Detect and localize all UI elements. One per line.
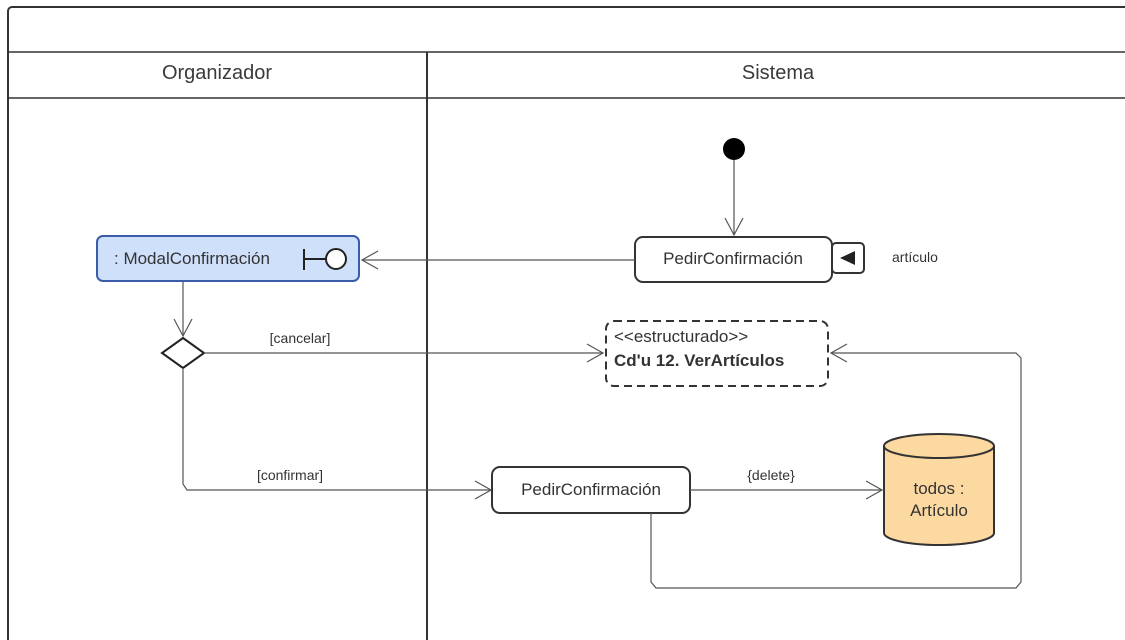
lane-title-sistema: Sistema [742, 62, 815, 84]
structured-stereotype: <<estructurado>> [614, 327, 748, 346]
structured-label: Cd'u 12. VerArtículos [614, 351, 784, 370]
datastore-line1: todos : [913, 479, 964, 498]
action-label: PedirConfirmación [521, 480, 661, 499]
datastore-todos-articulo[interactable]: todos : Artículo [883, 433, 995, 546]
action-label: PedirConfirmación [663, 249, 803, 268]
action-pedir-confirmacion-top[interactable]: PedirConfirmación [634, 236, 833, 283]
pin-label: artículo [892, 249, 938, 265]
decision-node-icon [160, 336, 206, 370]
flow-initial-to-pedir [724, 160, 744, 237]
modal-label: : ModalConfirmación [114, 249, 270, 268]
flow-pedir-to-datastore [690, 480, 884, 500]
structured-activity-ver-articulos[interactable]: <<estructurado>> Cd'u 12. VerArtículos [605, 320, 829, 387]
initial-node-icon [723, 138, 745, 160]
action-pedir-confirmacion-bottom[interactable]: PedirConfirmación [491, 466, 691, 514]
flow-pedir-to-modal [360, 250, 635, 270]
flow-decision-to-structured [204, 343, 605, 363]
diagram-frame [7, 6, 1125, 640]
flow-decision-to-pedir-bottom [182, 368, 493, 500]
datastore-line2: Artículo [910, 501, 968, 520]
flow-modal-to-decision [173, 282, 193, 338]
input-pin-icon [831, 242, 865, 274]
flow-pedir-loop-to-structured [650, 343, 1022, 589]
guard-cancelar: [cancelar] [270, 330, 331, 346]
lane-title-organizador: Organizador [162, 62, 272, 84]
object-modal-confirmacion[interactable]: : ModalConfirmación [96, 235, 360, 282]
guard-delete: {delete} [747, 467, 795, 483]
boundary-icon [303, 248, 347, 270]
guard-confirmar: [confirmar] [257, 467, 323, 483]
